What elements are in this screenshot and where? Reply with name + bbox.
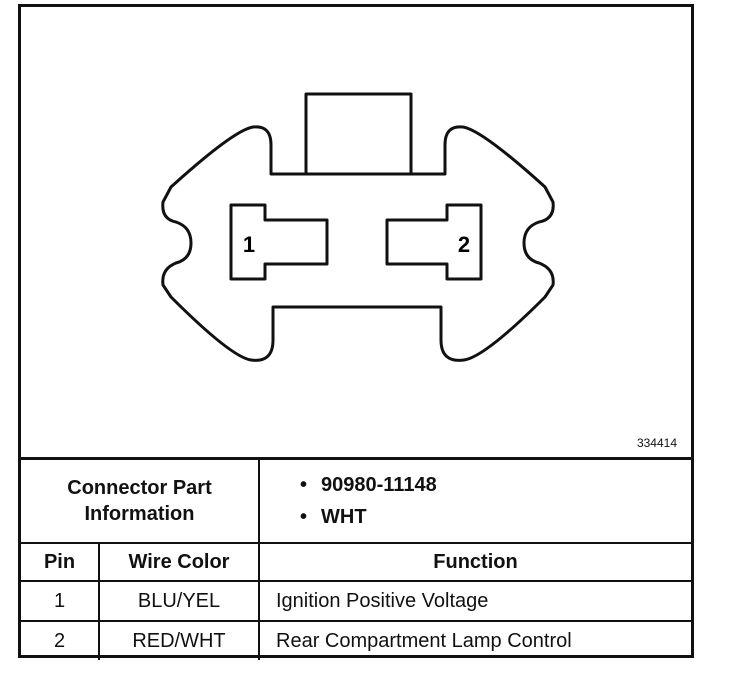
cpi-label-line1: Connector Part: [67, 477, 212, 499]
cpi-label-line2: Information: [84, 503, 195, 525]
connector-color: WHT: [300, 501, 691, 533]
header-wire-color: Wire Color: [98, 542, 260, 582]
connector-diagram: 1 2 334414: [21, 7, 691, 457]
connector-face-drawing: 1 2: [161, 92, 555, 362]
connector-body-outline: [161, 125, 555, 362]
latch-tab: [304, 92, 413, 176]
figure-number: 334414: [636, 436, 677, 450]
header-function: Function: [258, 542, 691, 582]
connector-end-view-frame: 1 2 334414 Connector Part Information 90…: [18, 4, 694, 660]
header-pin: Pin: [21, 542, 100, 582]
connector-info-table: Connector Part Information 90980-11148 W…: [21, 457, 691, 660]
wire-color-cell: BLU/YEL: [98, 580, 260, 622]
connector-part-information-label: Connector Part Information: [21, 458, 260, 544]
pin-2-cavity: [385, 203, 483, 281]
wire-color-cell: RED/WHT: [98, 620, 260, 660]
pin-cell: 2: [21, 620, 100, 660]
function-cell: Ignition Positive Voltage: [258, 580, 691, 622]
part-number: 90980-11148: [300, 469, 691, 501]
table-row: 1 BLU/YEL Ignition Positive Voltage: [21, 580, 691, 622]
function-cell: Rear Compartment Lamp Control: [258, 620, 691, 660]
pin-1-cavity: [229, 203, 329, 281]
connector-part-information-values: 90980-11148 WHT: [258, 458, 691, 544]
table-row: 2 RED/WHT Rear Compartment Lamp Control: [21, 620, 691, 660]
table-header-row: Pin Wire Color Function: [21, 542, 691, 582]
pin-2-label: 2: [458, 232, 470, 257]
pin-cell: 1: [21, 580, 100, 622]
pin-1-label: 1: [243, 232, 255, 257]
